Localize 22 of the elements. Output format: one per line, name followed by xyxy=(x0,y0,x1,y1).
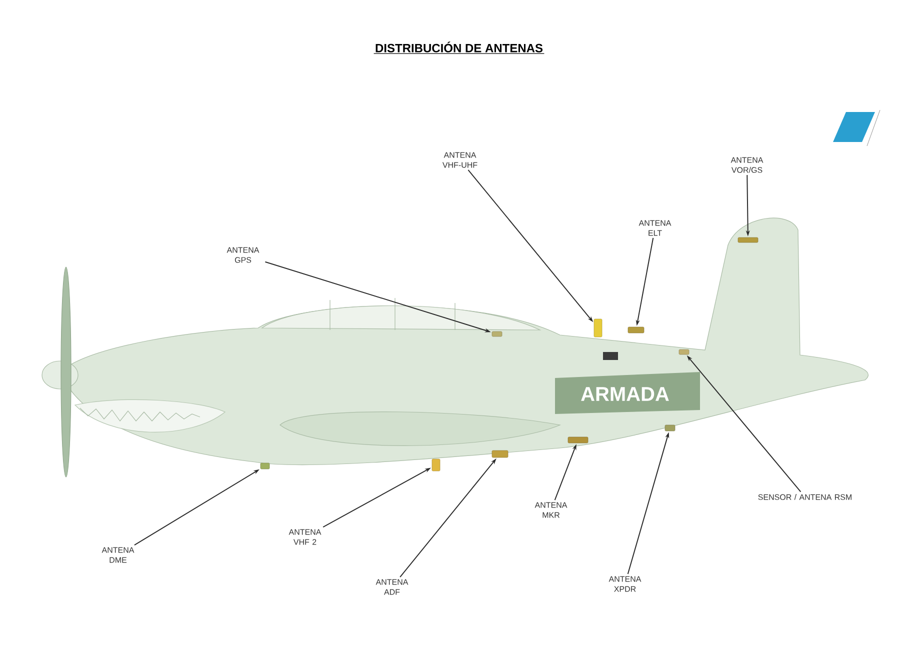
antenna xyxy=(260,462,270,470)
title: DISTRIBUCIÓN DE ANTENAS xyxy=(373,42,545,54)
antenna-label: SENSOR / ANTENA RSM xyxy=(758,494,852,500)
antenna xyxy=(678,349,690,355)
antenna xyxy=(664,424,676,432)
antenna-label: ANTENA VOR/GS xyxy=(730,157,764,173)
antenna-label: ANTENA VHF 2 xyxy=(288,529,322,545)
antenna xyxy=(492,331,502,337)
antenna xyxy=(738,237,758,243)
antenna-label: ANTENA XPDR xyxy=(608,576,642,592)
antenna-label: ANTENA GPS xyxy=(226,247,260,263)
antenna xyxy=(432,458,440,472)
antenna xyxy=(628,326,644,334)
antenna xyxy=(568,436,588,444)
antenna xyxy=(594,318,602,338)
antenna-label: ANTENA VHF-UHF xyxy=(442,152,478,168)
fuselage-lettering: ARMADA xyxy=(581,387,669,401)
antenna-label: ANTENA ELT xyxy=(638,220,672,236)
antenna-label: ANTENA DME xyxy=(102,547,134,563)
antenna-label: ANTENA ADF xyxy=(376,579,408,595)
antenna-label: ANTENA MKR xyxy=(534,502,568,518)
antenna xyxy=(492,450,508,458)
